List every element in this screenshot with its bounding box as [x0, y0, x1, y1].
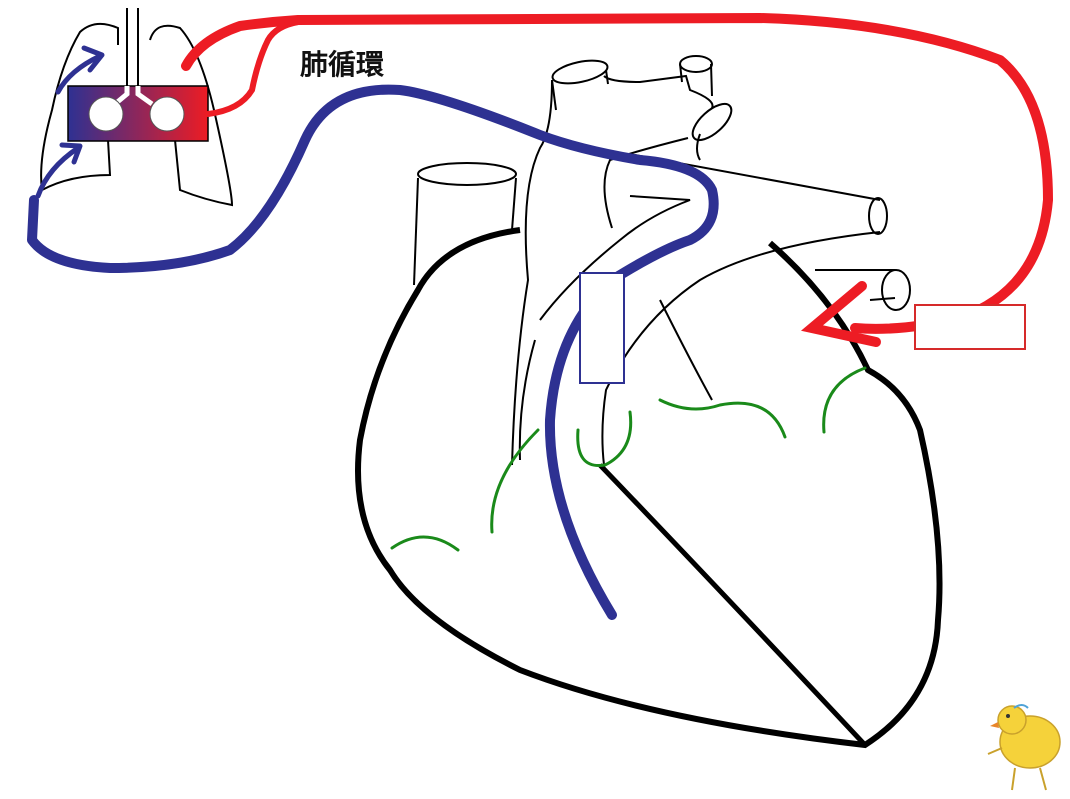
pulmonary-trunk-lower-left	[518, 339, 536, 461]
heart-outline	[355, 227, 943, 749]
bronchi-branches	[113, 86, 154, 107]
aortic-branch-1	[551, 59, 609, 85]
gas-exchange-box	[67, 85, 209, 142]
chick-icon	[987, 704, 1061, 791]
chick-head	[997, 705, 1027, 735]
alveolus-right	[149, 96, 185, 132]
chick-eye	[1006, 714, 1010, 718]
label-box-pulmonary-vein[interactable]	[914, 304, 1026, 350]
aortic-branch-2-edge-right	[710, 63, 713, 97]
aortic-branch-3	[691, 102, 733, 142]
aortic-arch-top	[603, 74, 714, 109]
blue-arrow-upper-shaft	[55, 53, 103, 95]
blue-arrow-lower-head	[59, 142, 83, 165]
aortic-branch-1-edge-right	[605, 69, 609, 85]
pulmonary-vein-branch	[205, 19, 301, 117]
chick-bow	[1013, 704, 1029, 709]
vena-cava-right-edge	[511, 177, 517, 231]
aortic-branch-2	[679, 55, 713, 73]
vena-cava-left-edge	[413, 177, 419, 286]
vena-cava-opening	[417, 162, 517, 186]
heart-icon	[355, 55, 943, 749]
pulmonary-artery-path	[27, 84, 719, 620]
aorta-left-edge	[511, 79, 553, 466]
right-pulmonary-artery-opening	[868, 197, 888, 235]
chick-wing	[987, 747, 1003, 755]
pulmonary-vein-arrowhead	[800, 281, 881, 347]
pulmonary-vein-opening	[881, 269, 911, 311]
aortic-branch-2-edge-left	[679, 63, 683, 83]
chick-legs	[1011, 767, 1047, 791]
label-box-pulmonary-artery[interactable]	[579, 272, 625, 384]
blue-arrow-upper-head	[81, 45, 105, 73]
diagram-title: 肺循環	[300, 48, 385, 81]
coronary-5	[822, 366, 867, 434]
septum-line	[598, 463, 867, 747]
coronary-1	[390, 535, 460, 552]
alveolus-left	[88, 96, 124, 132]
aortic-arch-inner	[603, 137, 689, 229]
chick-beak	[990, 722, 999, 728]
aortic-branch-1-edge-left	[551, 79, 557, 111]
left-lung-outline	[40, 22, 119, 192]
pulmonary-trunk-left-edge	[539, 195, 691, 321]
aortic-arch-descend	[696, 133, 701, 161]
coronary-2	[490, 428, 540, 534]
pulmonary-trunk-right-edge	[601, 231, 881, 466]
coronary-3	[576, 410, 633, 468]
blue-arrow-lower-shaft	[35, 145, 81, 199]
coronary-vessels	[390, 366, 867, 552]
left-atrium-edge	[659, 299, 713, 401]
coronary-4	[658, 398, 787, 439]
